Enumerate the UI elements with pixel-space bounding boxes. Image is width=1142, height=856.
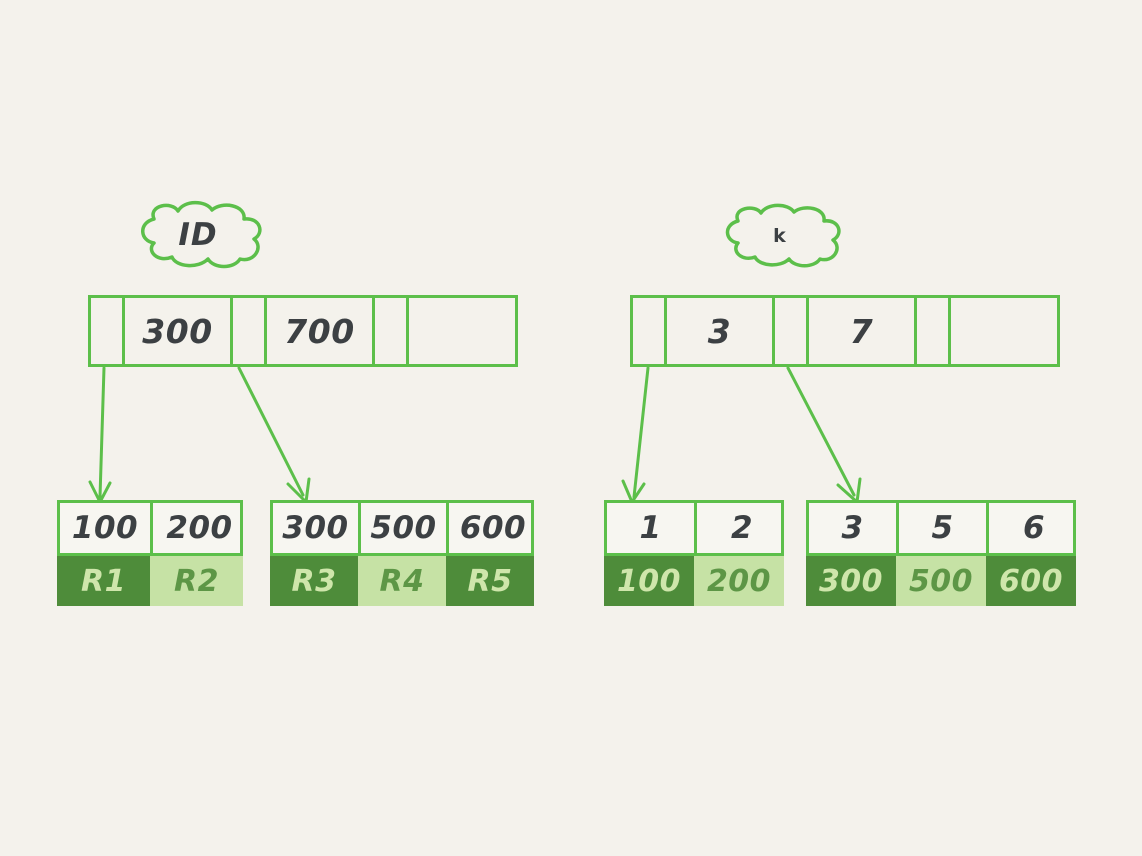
id-leaf-2-records: R3 R4 R5	[270, 556, 534, 606]
id-leaf-1-key-0: 100	[60, 503, 153, 553]
k-leaf-1-keys: 1 2	[604, 500, 784, 556]
id-leaf-1-keys: 100 200	[57, 500, 243, 556]
id-root-empty-slot	[409, 298, 515, 364]
k-leaf-1-key-0: 1	[607, 503, 697, 553]
k-index-label: k	[773, 225, 787, 247]
k-leaf-1-record-200: 200	[694, 556, 784, 606]
id-leaf-2-keys: 300 500 600	[270, 500, 534, 556]
id-leaf-2-key-1: 500	[361, 503, 449, 553]
k-root-node: 3 7	[630, 295, 1060, 367]
k-leaf-1-records: 100 200	[604, 556, 784, 606]
arrow-k-ptr2-to-leaf2	[786, 366, 862, 504]
k-root-pointer-2[interactable]	[917, 298, 951, 364]
id-leaf-1: 100 200 R1 R2	[57, 500, 243, 606]
k-root-pointer-1[interactable]	[775, 298, 809, 364]
id-index-cloud-label: ID	[126, 199, 270, 271]
id-leaf-1-records: R1 R2	[57, 556, 243, 606]
id-root-node: 300 700	[88, 295, 518, 367]
id-leaf-2-record-R3: R3	[270, 556, 358, 606]
id-leaf-1-record-R2: R2	[150, 556, 243, 606]
k-leaf-2-record-300: 300	[806, 556, 896, 606]
id-leaf-2-key-0: 300	[273, 503, 361, 553]
id-leaf-2-key-2: 600	[459, 510, 527, 546]
id-index-label: ID	[178, 217, 218, 253]
k-root-key-7: 7	[809, 298, 917, 364]
k-leaf-2-record-600: 600	[986, 556, 1076, 606]
id-root-pointer-1[interactable]	[233, 298, 267, 364]
cloud-icon	[141, 200, 262, 269]
k-leaf-2-key-2: 6	[1022, 510, 1046, 546]
k-root-key-3: 3	[667, 298, 775, 364]
k-leaf-2-keys: 3 5 6	[806, 500, 1076, 556]
k-root-pointer-0[interactable]	[633, 298, 667, 364]
id-leaf-2-record-R5: R5	[446, 556, 534, 606]
id-leaf-2: 300 500 600 R3 R4 R5	[270, 500, 534, 606]
id-root-pointer-0[interactable]	[91, 298, 125, 364]
id-leaf-1-record-R1: R1	[57, 556, 150, 606]
arrow-id-ptr2-to-leaf2	[237, 366, 311, 504]
k-leaf-1: 1 2 100 200	[604, 500, 784, 606]
cloud-icon	[725, 203, 841, 268]
k-leaf-2-record-500: 500	[896, 556, 986, 606]
k-leaf-2-records: 300 500 600	[806, 556, 1076, 606]
arrow-id-ptr1-to-leaf1	[88, 366, 112, 504]
k-leaf-1-key-1: 2	[730, 510, 754, 546]
k-index-cloud-label: k	[712, 202, 848, 270]
id-root-key-700: 700	[267, 298, 375, 364]
id-leaf-2-record-R4: R4	[358, 556, 446, 606]
id-root-key-300: 300	[125, 298, 233, 364]
k-leaf-2-key-0: 3	[809, 503, 899, 553]
k-root-empty-slot	[951, 298, 1057, 364]
id-root-pointer-2[interactable]	[375, 298, 409, 364]
id-leaf-1-key-1: 200	[166, 510, 233, 546]
k-leaf-2-key-1: 5	[899, 503, 989, 553]
k-leaf-2: 3 5 6 300 500 600	[806, 500, 1076, 606]
arrow-k-ptr1-to-leaf1	[621, 366, 650, 504]
k-leaf-1-record-100: 100	[604, 556, 694, 606]
